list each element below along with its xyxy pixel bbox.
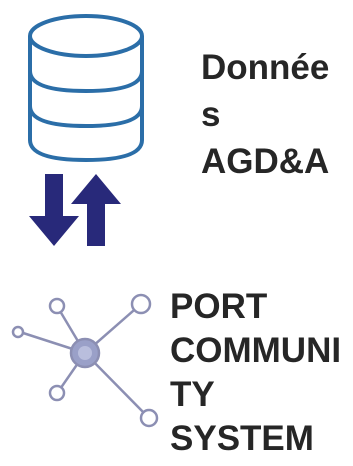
database-icon bbox=[28, 14, 144, 162]
database-label: Donnée s AGD&A bbox=[201, 48, 330, 181]
network-hub-icon bbox=[11, 293, 159, 428]
bidirectional-arrows-icon bbox=[29, 174, 121, 246]
port-community-system-label: PORT COMMUNI TY SYSTEM bbox=[170, 287, 342, 458]
